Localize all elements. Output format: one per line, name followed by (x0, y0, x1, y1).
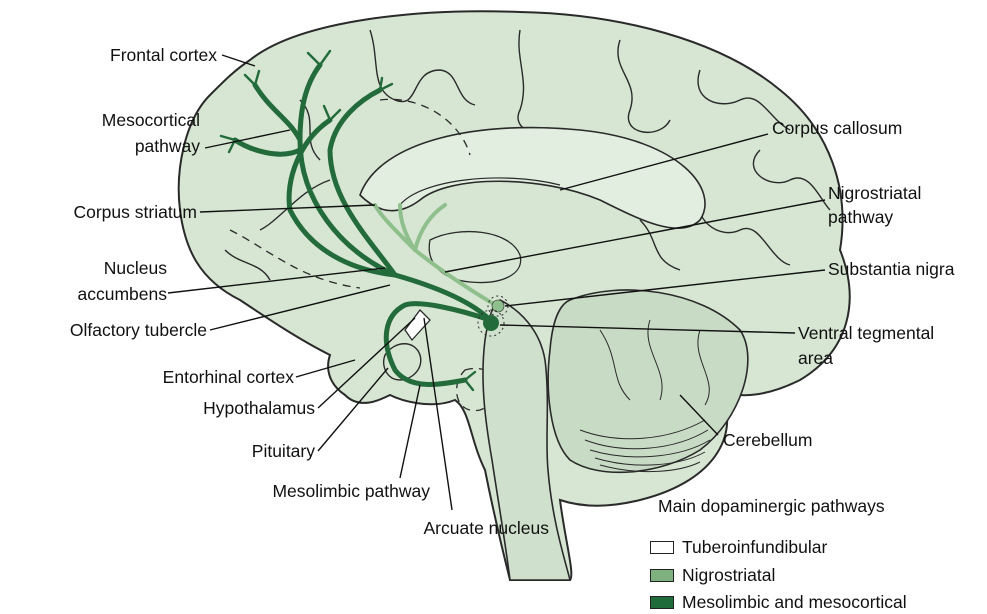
label-corpus-striatum: Corpus striatum (73, 202, 197, 223)
legend-label: Mesolimbic and mesocortical (682, 592, 907, 613)
label-nucleus-accumbens-1: Nucleus (104, 258, 167, 279)
label-nigrostriatal-1: Nigrostriatal (828, 183, 921, 204)
legend-swatch-light-green (650, 569, 674, 582)
label-mesolimbic-pathway: Mesolimbic pathway (272, 481, 430, 502)
legend-item-nigrostriatal: Nigrostriatal (650, 565, 775, 586)
legend-label: Tuberoinfundibular (682, 537, 827, 558)
label-pituitary: Pituitary (252, 441, 315, 462)
label-vta-2: area (798, 348, 833, 369)
label-vta-1: Ventral tegmental (798, 323, 934, 344)
label-olfactory-tubercle: Olfactory tubercle (70, 320, 207, 341)
label-corpus-callosum: Corpus callosum (772, 118, 902, 139)
label-nigrostriatal-2: pathway (828, 207, 893, 228)
label-frontal-cortex: Frontal cortex (110, 45, 217, 66)
legend-label: Nigrostriatal (682, 565, 775, 586)
label-nucleus-accumbens-2: accumbens (78, 284, 168, 305)
label-entorhinal-cortex: Entorhinal cortex (163, 367, 294, 388)
label-mesocortical-2: pathway (135, 136, 200, 157)
label-mesocortical-1: Mesocortical (102, 110, 200, 131)
substantia-nigra-dot (492, 300, 504, 312)
label-arcuate-nucleus: Arcuate nucleus (424, 518, 550, 539)
legend-swatch-dark-green (650, 596, 674, 609)
label-hypothalamus: Hypothalamus (203, 398, 315, 419)
legend-title: Main dopaminergic pathways (658, 496, 885, 517)
legend-item-mesolimbic: Mesolimbic and mesocortical (650, 592, 907, 613)
vta-dot (483, 315, 499, 331)
legend-item-tuberoinfundibular: Tuberoinfundibular (650, 537, 827, 558)
legend-swatch-white (650, 541, 674, 554)
label-cerebellum: Cerebellum (723, 430, 812, 451)
label-substantia-nigra: Substantia nigra (828, 259, 954, 280)
